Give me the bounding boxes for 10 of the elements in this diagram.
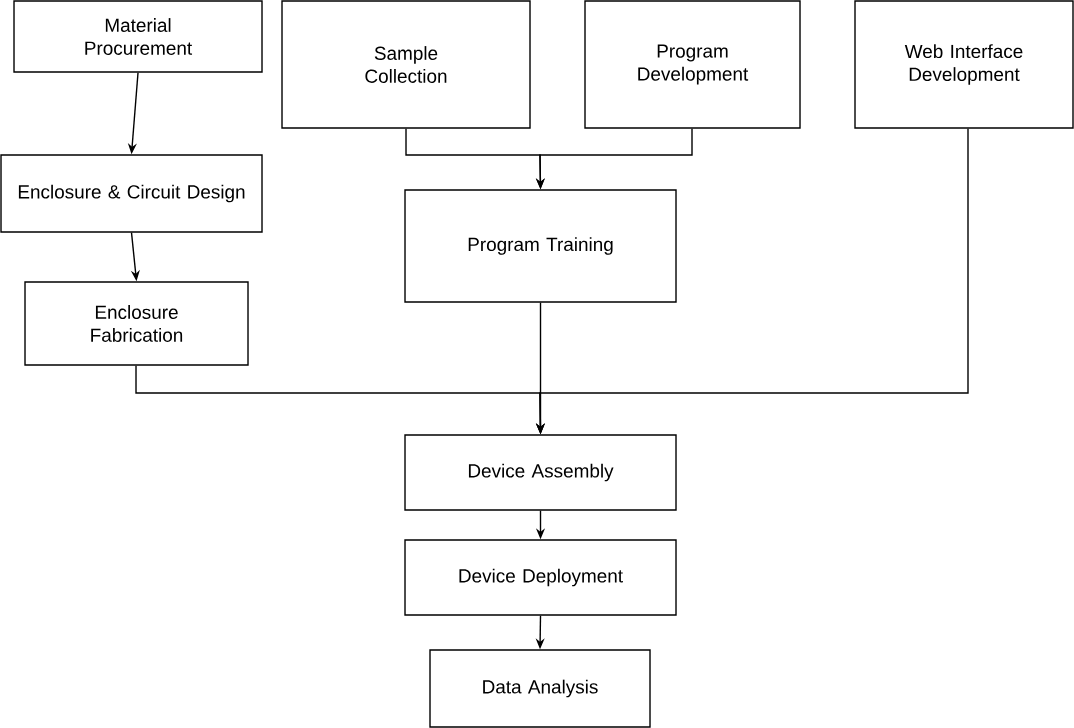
process-box: Device Assembly: [404, 434, 677, 511]
process-box: Web Interface Development: [854, 0, 1074, 129]
process-box: Data Analysis: [429, 649, 651, 728]
process-box: Material Procurement: [13, 0, 263, 73]
process-box: Enclosure & Circuit Design: [0, 154, 263, 233]
process-box: Sample Collection: [281, 0, 531, 129]
process-box: Program Training: [404, 189, 677, 303]
process-box: Enclosure Fabrication: [24, 281, 249, 366]
process-box: Device Deployment: [404, 539, 677, 616]
process-box: Program Development: [584, 0, 801, 129]
